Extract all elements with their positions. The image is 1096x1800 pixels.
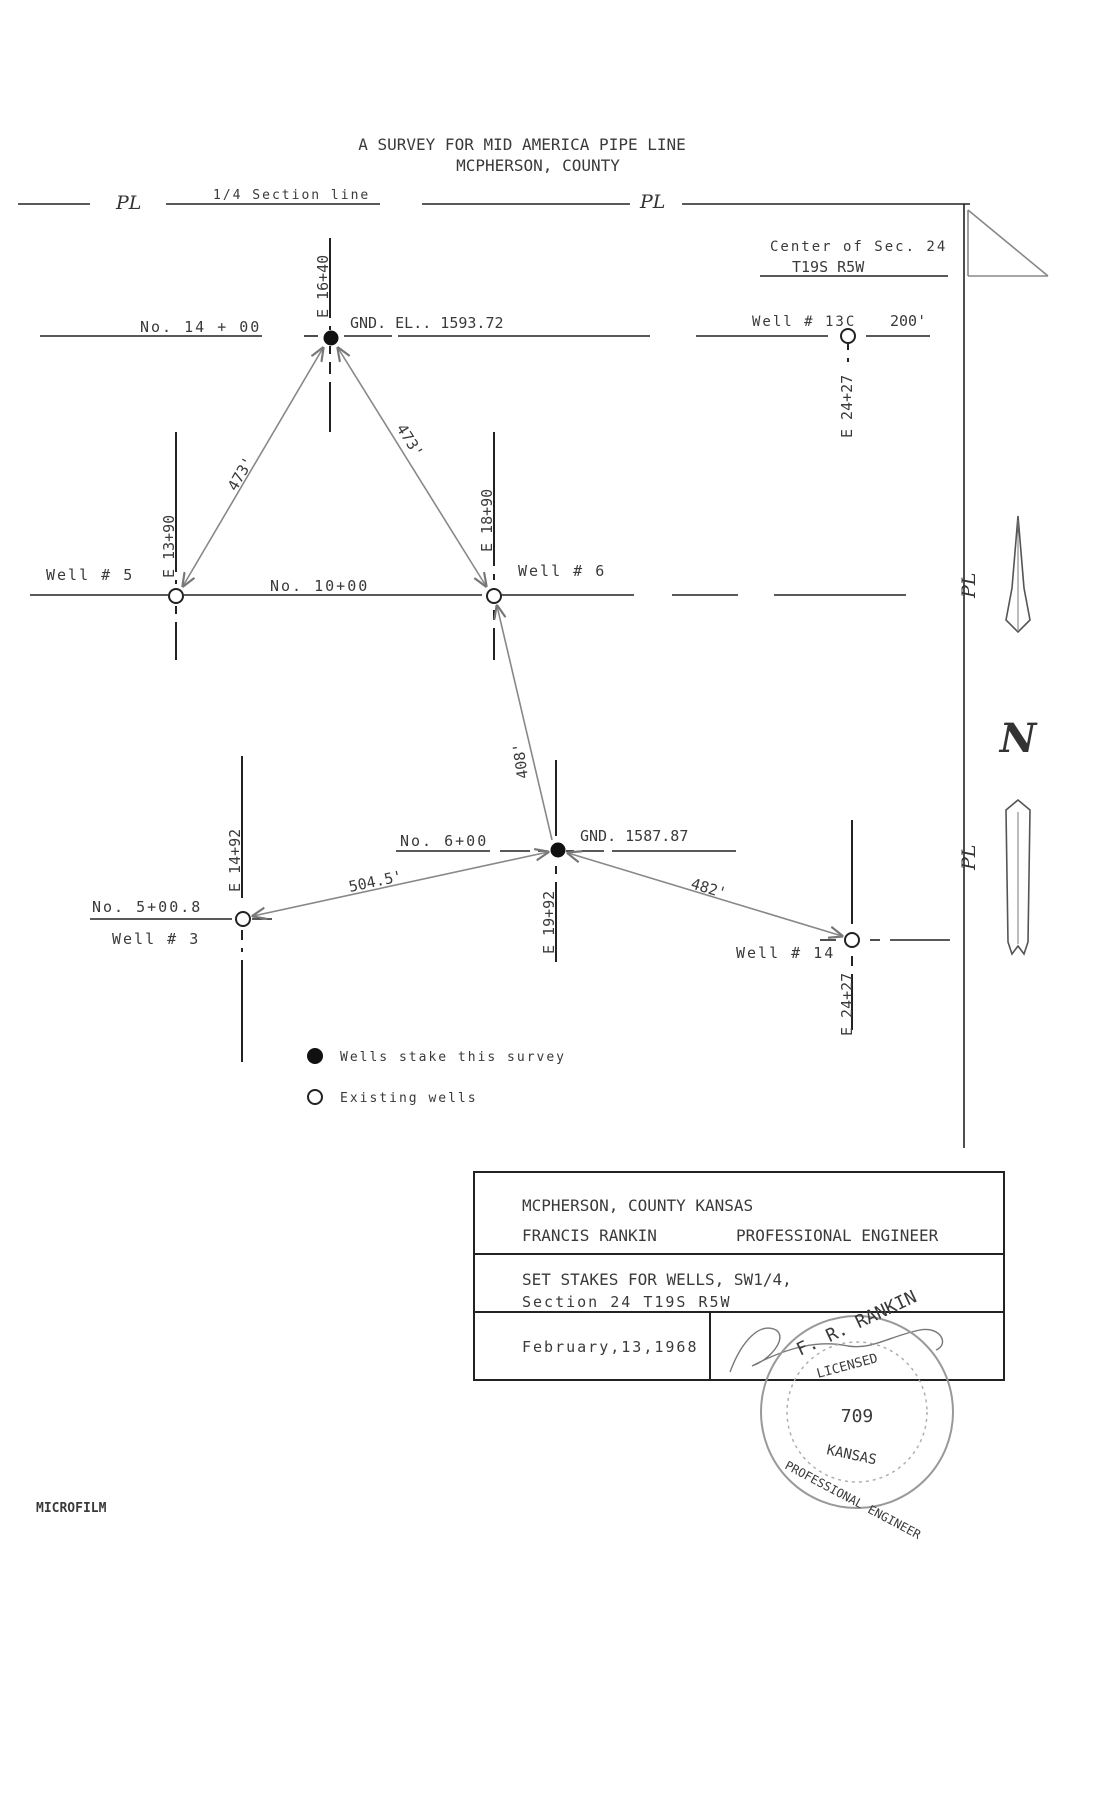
well-5-label: Well # 5 [46,566,134,584]
distance-482-label: 482' [689,875,729,903]
well-6-label: Well # 6 [518,562,606,580]
easting-1640-label: E 16+40 [314,255,332,318]
easting-2427-top-label: E 24+27 [838,375,856,438]
station-10-label: No. 10+00 [270,577,369,595]
distance-line-well6-to-bottom [497,606,553,841]
pl-label-vertical-top: PL [958,573,980,599]
existing-well-13c [840,328,856,344]
station-14-label: No. 14 + 00 [140,318,261,336]
easting-1992-label: E 19+92 [540,891,558,954]
existing-well-14 [844,932,860,948]
seal-number: 709 [841,1406,874,1427]
seal-licensed: LICENSED [815,1351,880,1382]
distance-5045-label: 504.5' [347,867,404,896]
distance-line-top-to-well6 [338,348,486,586]
microfilm-stamp: MICROFILM [36,1501,107,1516]
title-block-county: MCPHERSON, COUNTY KANSAS [522,1196,753,1215]
easting-1492-label: E 14+92 [226,829,244,892]
legend-staked-symbol [307,1048,323,1064]
title-block-date: February,13,1968 [522,1338,699,1356]
pl-label-right: PL [639,191,665,213]
title-block [473,1171,1005,1381]
legend-existing-label: Existing wells [340,1091,478,1106]
elevation-top-label: GND. EL.. 1593.72 [350,314,504,332]
pl-label-vertical-bottom: PL [958,845,980,871]
easting-1890-label: E 18+90 [478,489,496,552]
well-13c-distance: 200' [890,312,926,330]
easting-2427-bottom-label: E 24+27 [838,973,856,1036]
distance-left-label: 473' [224,454,258,494]
north-arrow-icon [1005,515,1031,956]
legend-staked-label: Wells stake this survey [340,1050,566,1065]
distance-408-label: 408' [509,742,532,780]
staked-well-top [323,330,339,346]
seal-state: KANSAS [825,1442,878,1468]
seal-name: F. R. RANKIN [793,1287,920,1361]
existing-well-5 [168,588,184,604]
title-block-engineer-name: FRANCIS RANKIN [522,1226,657,1245]
quarter-section-label: 1/4 Section line [213,188,370,203]
easting-line-2427-bottom [820,820,950,1030]
well-3-label: Well # 3 [112,930,200,948]
elevation-bottom-label: GND. 1587.87 [580,827,688,845]
pl-label-left: PL [115,192,141,214]
title-block-task-line2: Section 24 T19S R5W [522,1293,732,1311]
staked-well-bottom [550,842,566,858]
well-13c-label: Well # 13C [752,314,856,330]
center-note-line1: Center of Sec. 24 [770,239,947,255]
distance-line-bottom-to-well14 [568,853,842,936]
station-6-label: No. 6+00 [400,832,488,850]
professional-seal [760,1315,954,1509]
survey-county: MCPHERSON, COUNTY [456,156,620,175]
easting-1390-label: E 13+90 [160,515,178,578]
north-label: N [998,715,1038,762]
seal-title: PROFESSIONAL ENGINEER [783,1458,924,1542]
property-line-vertical [963,204,1049,1148]
title-block-task-line1: SET STAKES FOR WELLS, SW1/4, [522,1270,792,1289]
existing-well-6 [486,588,502,604]
survey-title: A SURVEY FOR MID AMERICA PIPE LINE [358,135,686,154]
signature [729,1327,944,1373]
center-note-line2: T19S R5W [792,258,865,276]
title-block-engineer-title: PROFESSIONAL ENGINEER [736,1226,939,1245]
station-5-label: No. 5+00.8 [92,898,202,916]
existing-well-3 [235,911,251,927]
legend-existing-symbol [307,1089,323,1105]
distance-right-label: 473' [393,421,427,461]
distance-line-bottom-to-well3 [253,852,548,916]
distance-line-top-to-well5 [183,348,323,586]
well-14-label: Well # 14 [736,944,835,962]
